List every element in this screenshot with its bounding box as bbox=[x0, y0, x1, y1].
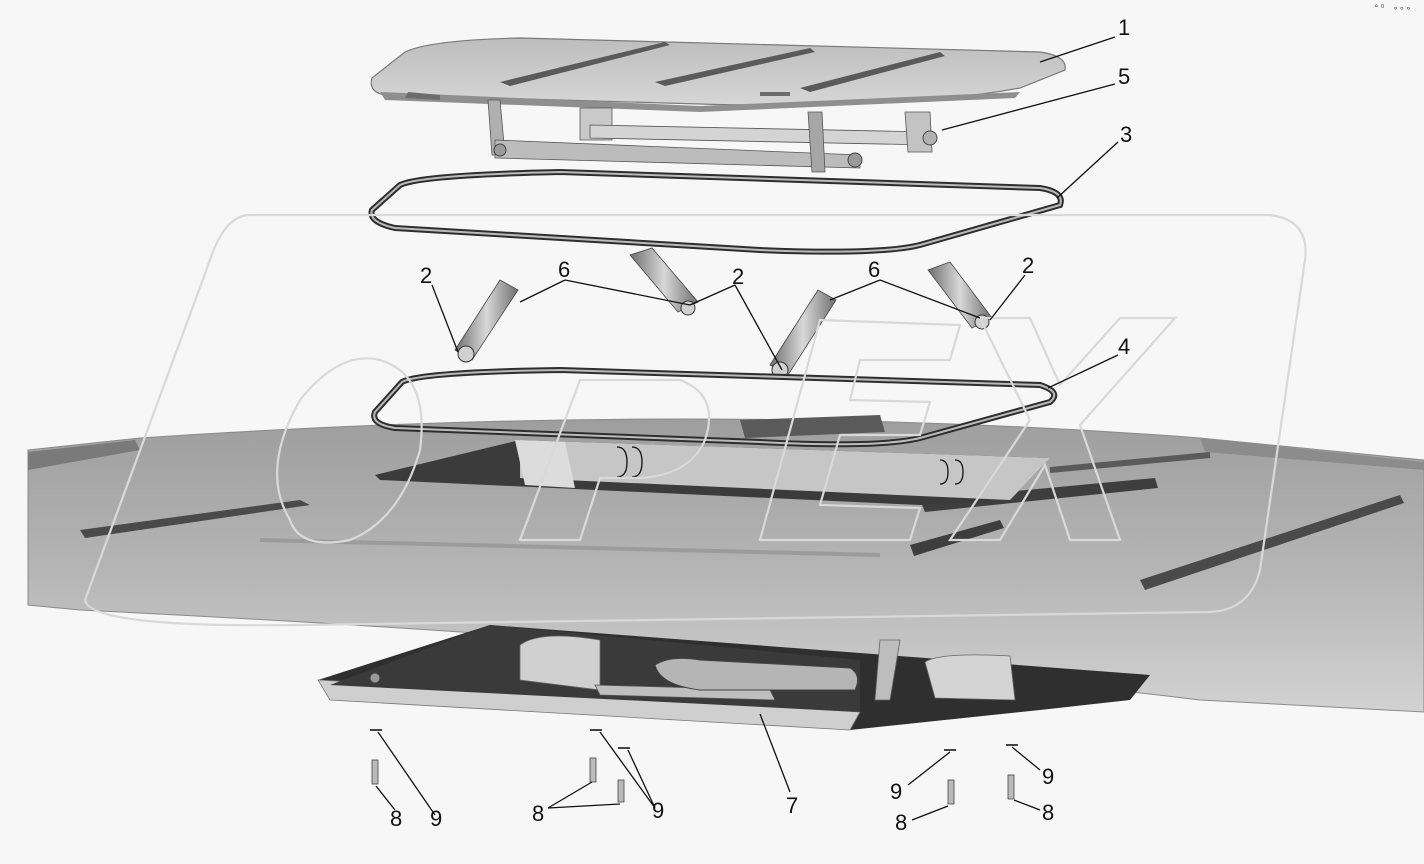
callout-labels: 1 5 3 2 6 2 6 2 4 7 8 9 8 9 9 9 8 8 bbox=[390, 15, 1132, 835]
screw-group-3 bbox=[944, 744, 1018, 805]
callout-1: 1 bbox=[1118, 15, 1130, 40]
screw-group-2 bbox=[589, 729, 630, 803]
callout-2-left: 2 bbox=[420, 263, 432, 288]
roof-opening bbox=[375, 415, 1050, 505]
callout-4: 4 bbox=[1118, 334, 1130, 359]
spring-left-front bbox=[454, 279, 519, 363]
corner-mark: °ᴼ ∘∘∘ bbox=[1373, 4, 1412, 14]
callout-8-fourth: 8 bbox=[1042, 800, 1054, 825]
part-3-upper-seal bbox=[368, 168, 1064, 255]
screw-group-1 bbox=[370, 729, 382, 785]
part-7-inner-frame bbox=[317, 625, 1150, 731]
callout-9-first: 9 bbox=[430, 806, 442, 831]
callout-9-second: 9 bbox=[652, 798, 664, 823]
callout-2-right: 2 bbox=[1022, 253, 1034, 278]
watermark-outline bbox=[83, 213, 1307, 627]
spring-right-front bbox=[769, 289, 837, 379]
callout-6-left: 6 bbox=[558, 257, 570, 282]
callout-2-center: 2 bbox=[732, 264, 744, 289]
callout-3: 3 bbox=[1120, 122, 1132, 147]
roof-panel bbox=[27, 418, 1424, 713]
part-1-lid bbox=[370, 37, 1066, 112]
callout-5: 5 bbox=[1118, 64, 1130, 89]
callout-7: 7 bbox=[786, 793, 798, 818]
callout-9-fourth: 9 bbox=[1042, 764, 1054, 789]
leader-lines bbox=[375, 36, 1119, 821]
part-5-hinge bbox=[487, 99, 938, 173]
callout-8-third: 8 bbox=[895, 810, 907, 835]
callout-8-second: 8 bbox=[532, 801, 544, 826]
part-4-lower-seal bbox=[371, 366, 1058, 448]
callout-6-right: 6 bbox=[868, 257, 880, 282]
callout-9-third: 9 bbox=[890, 779, 902, 804]
callout-8-first: 8 bbox=[390, 806, 402, 831]
